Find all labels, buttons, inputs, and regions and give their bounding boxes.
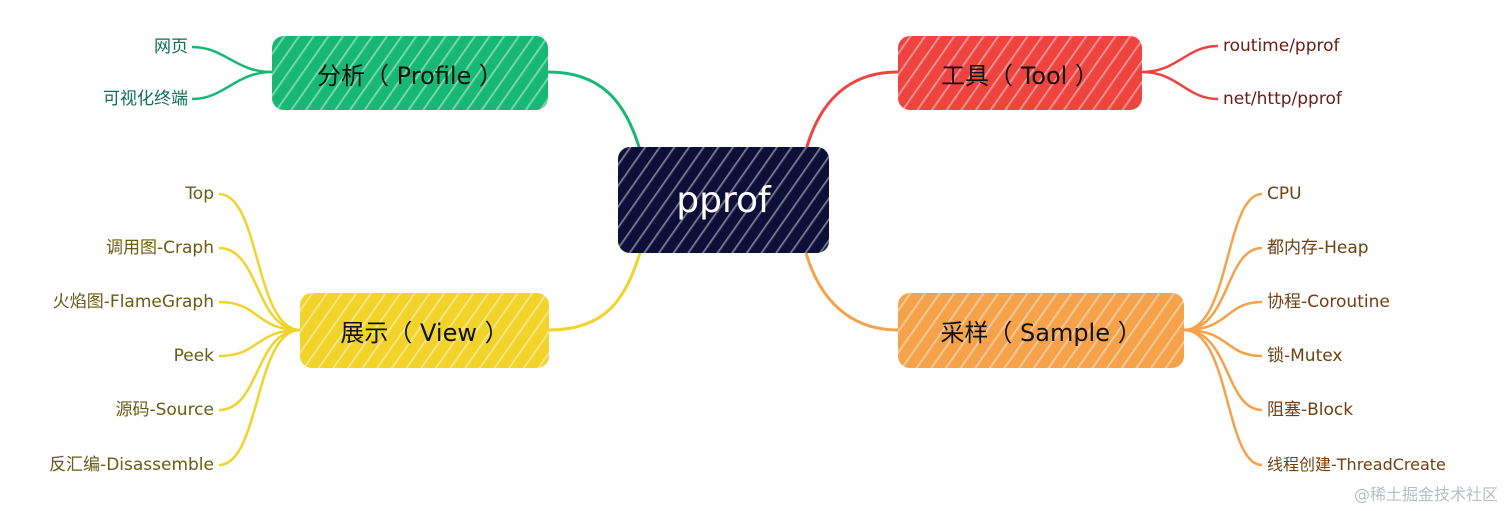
connector-center-tool [804, 70, 899, 151]
view-leaf-5: 反汇编-Disassemble [49, 455, 214, 475]
center-node-pprof: pprof [618, 147, 829, 253]
connector-center-profile [547, 70, 642, 151]
connector-sample-leaf-3 [1183, 328, 1263, 358]
connector-tool-leaf-0 [1141, 44, 1219, 74]
connector-sample-leaf-1 [1183, 246, 1263, 332]
center-node-label: pprof [676, 179, 771, 221]
sample-leaf-0: CPU [1267, 184, 1302, 204]
view-leaf-2: 火焰图-FlameGraph [52, 292, 214, 312]
view-leaf-4: 源码-Source [115, 400, 214, 420]
connector-profile-leaf-1 [191, 70, 273, 101]
tool-leaf-0: routime/pprof [1223, 36, 1340, 56]
branch-node-profile-label: 分析（ Profile ） [317, 61, 503, 90]
view-leaf-1: 调用图-Craph [106, 238, 214, 258]
connector-view-leaf-0 [218, 192, 301, 332]
connector-sample-leaf-4 [1183, 328, 1263, 412]
tool-leaf-1: net/http/pprof [1223, 89, 1342, 109]
branch-node-tool: 工具（ Tool ） [898, 36, 1142, 110]
connector-tool-leaf-1 [1141, 70, 1219, 101]
sample-leaf-3: 锁-Mutex [1267, 346, 1343, 366]
connector-view-leaf-3 [218, 328, 301, 358]
branch-node-sample-label: 采样（ Sample ） [940, 319, 1142, 347]
branch-node-sample: 采样（ Sample ） [898, 293, 1184, 368]
sample-leaf-1: 都内存-Heap [1267, 238, 1369, 258]
branch-node-profile: 分析（ Profile ） [272, 36, 548, 110]
connector-view-leaf-2 [218, 300, 301, 332]
sample-leaf-4: 阻塞-Block [1267, 400, 1354, 420]
connector-view-leaf-5 [218, 328, 301, 467]
connector-view-leaf-1 [218, 246, 301, 332]
branch-node-view: 展示（ View ） [300, 293, 549, 368]
connector-center-sample [804, 252, 899, 332]
branch-node-view-label: 展示（ View ） [340, 319, 509, 347]
connector-sample-leaf-0 [1183, 192, 1263, 332]
sample-leaf-5: 线程创建-ThreadCreate [1267, 455, 1446, 474]
connector-center-view [548, 252, 642, 332]
watermark: @稀土掘金技术社区 [1353, 485, 1498, 504]
view-leaf-0: Top [185, 184, 214, 204]
branch-node-tool-label: 工具（ Tool ） [941, 61, 1099, 90]
connector-sample-leaf-2 [1183, 300, 1263, 332]
profile-leaf-1: 可视化终端 [103, 89, 188, 109]
connector-view-leaf-4 [218, 328, 301, 412]
sample-leaf-2: 协程-Coroutine [1267, 292, 1390, 312]
profile-leaf-0: 网页 [154, 37, 188, 57]
connector-profile-leaf-0 [191, 45, 273, 74]
connector-sample-leaf-5 [1183, 328, 1263, 467]
view-leaf-3: Peek [173, 346, 214, 366]
